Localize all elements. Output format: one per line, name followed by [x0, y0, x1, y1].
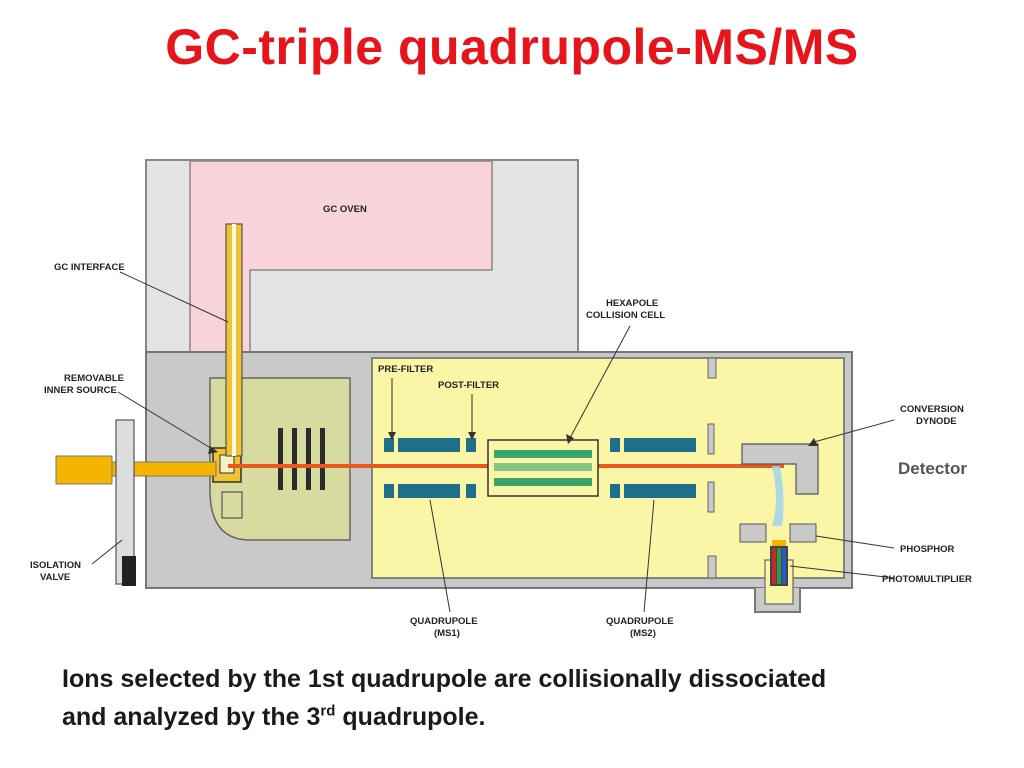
arrow-inner-source	[208, 446, 218, 454]
caption: Ions selected by the 1st quadrupole are …	[62, 660, 982, 736]
phosphor-right	[789, 523, 817, 543]
ms1-label-1: QUADRUPOLE	[410, 616, 478, 627]
post-filter-rod-top	[466, 438, 476, 452]
leader-gc-interface	[119, 271, 229, 323]
quadrupole-ms2-pre-rod-top	[610, 438, 620, 452]
isolation-valve-label-2: VALVE	[40, 572, 70, 583]
hexapole-label-1: HEXAPOLE	[606, 298, 658, 309]
electron-plume	[772, 466, 784, 526]
inner-source-label-1: REMOVABLE	[64, 373, 124, 384]
quadrupole-ms1-rod-bottom	[398, 484, 460, 498]
source-lenses-left	[278, 428, 283, 490]
probe-shaft	[111, 461, 217, 477]
photomultiplier-band-1	[772, 548, 776, 584]
lens-plate-top	[707, 423, 715, 455]
arrow-dynode	[808, 438, 818, 446]
caption-superscript: rd	[320, 702, 336, 720]
leader-conversion-dynode	[813, 419, 895, 443]
wall-slot-bottom	[707, 555, 717, 579]
ms2-label-2: (MS2)	[630, 628, 656, 639]
leader-hexapole	[569, 325, 631, 439]
photomultiplier-band-2	[777, 548, 781, 584]
leader-photomultiplier	[789, 565, 895, 579]
gc-oven-label: GC OVEN	[323, 204, 367, 215]
post-filter-rod-bottom	[466, 484, 476, 498]
hexapole-rod-middle	[494, 463, 592, 471]
pre-filter-label: PRE-FILTER	[378, 364, 433, 375]
post-filter-label: POST-FILTER	[438, 380, 499, 391]
probe-handle	[55, 455, 113, 485]
arrow-post-filter	[468, 432, 476, 440]
caption-line-2: and analyzed by the 3rd quadrupole.	[62, 698, 982, 736]
conversion-dynode	[741, 443, 819, 495]
page-title: GC-triple quadrupole-MS/MS	[165, 19, 859, 75]
phosphor-label: PHOSPHOR	[900, 544, 955, 555]
pre-filter-rod-bottom	[384, 484, 394, 498]
quadrupole-ms2-rod-bottom	[624, 484, 696, 498]
source-lenses-4	[320, 428, 325, 490]
quadrupole-ms1-rod-top	[398, 438, 460, 452]
wall-slot-top	[707, 357, 717, 379]
pre-filter-rod-top	[384, 438, 394, 452]
detector-label: Detector	[898, 459, 967, 478]
photomultiplier-label: PHOTOMULTIPLIER	[882, 574, 972, 585]
quadrupole-ms2-pre-rod-bottom	[610, 484, 620, 498]
leader-phosphor	[815, 535, 895, 549]
photomultiplier-band-3	[782, 548, 786, 584]
quadrupole-ms2-rod-top	[624, 438, 696, 452]
isolation-valve-label-1: ISOLATION	[30, 560, 81, 571]
conversion-dynode-label-1: CONVERSION	[900, 404, 964, 415]
source-lenses-3	[306, 428, 311, 490]
ms2-label-1: QUADRUPOLE	[606, 616, 674, 627]
leader-ms2	[643, 499, 655, 613]
photomultiplier-cap	[772, 540, 786, 546]
hexapole-rod-top	[494, 450, 592, 458]
conversion-dynode-label-2: DYNODE	[916, 416, 957, 427]
gc-interface-label: GC INTERFACE	[54, 262, 125, 273]
arrow-pre-filter	[388, 432, 396, 440]
caption-line-2-end: quadrupole.	[335, 703, 486, 731]
hexapole-label-2: COLLISION CELL	[586, 310, 665, 321]
hexapole-rod-bottom	[494, 478, 592, 486]
isolation-valve-knob	[122, 556, 136, 586]
inner-source-label-2: INNER SOURCE	[44, 385, 117, 396]
leader-inner-source	[117, 391, 215, 451]
arrow-hexapole	[566, 434, 574, 444]
source-lenses-2	[292, 428, 297, 490]
leader-ms1	[429, 499, 451, 613]
phosphor-left	[739, 523, 767, 543]
source-stem	[221, 491, 243, 519]
lens-plate-bottom	[707, 481, 715, 513]
caption-line-1: Ions selected by the 1st quadrupole are …	[62, 665, 827, 693]
leader-isolation-valve	[91, 539, 123, 565]
ms1-label-2: (MS1)	[434, 628, 460, 639]
caption-line-2-start: and analyzed by the 3	[62, 703, 321, 731]
gc-interface-core	[232, 224, 236, 456]
